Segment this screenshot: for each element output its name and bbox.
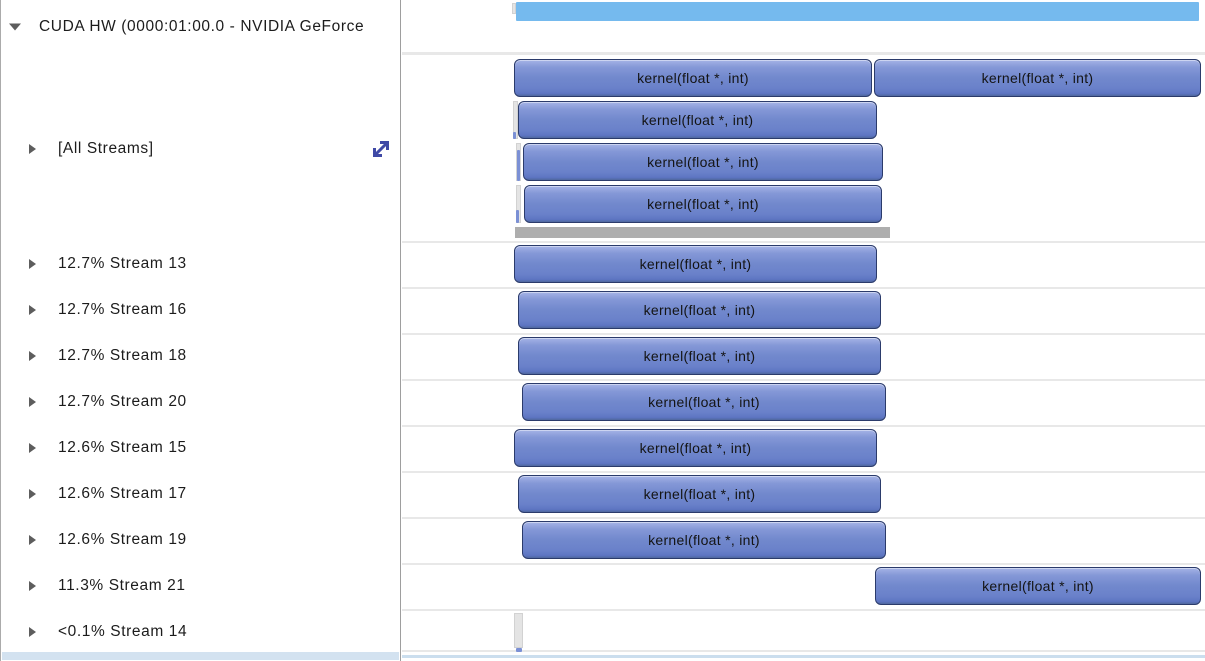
kernel-bar[interactable]: kernel(float *, int): [874, 59, 1201, 97]
expand-triangle-icon[interactable]: [29, 581, 36, 591]
timeline-bottom-scroll-line: [402, 655, 1205, 658]
timeline-tree-panel: CUDA HW (0000:01:00.0 - NVIDIA GeForce […: [0, 0, 401, 661]
kernel-bar[interactable]: kernel(float *, int): [524, 185, 882, 223]
stream-label: 12.7% Stream 16: [58, 301, 187, 318]
stream-label: 12.6% Stream 17: [58, 485, 187, 502]
row-separator: [402, 471, 1205, 473]
kernel-bar-label: kernel(float *, int): [641, 112, 754, 128]
device-row[interactable]: CUDA HW (0000:01:00.0 - NVIDIA GeForce: [1, 14, 400, 40]
kernel-bar[interactable]: kernel(float *, int): [518, 337, 881, 375]
stream-row[interactable]: <0.1% Stream 14: [1, 619, 400, 645]
stream-row[interactable]: 12.7% Stream 20: [1, 389, 400, 415]
expand-triangle-icon[interactable]: [29, 489, 36, 499]
expand-triangle-icon[interactable]: [29, 443, 36, 453]
tiny-kernel-tick[interactable]: [516, 210, 519, 223]
kernel-bar-label: kernel(float *, int): [648, 532, 760, 548]
stream-row[interactable]: 12.7% Stream 18: [1, 343, 400, 369]
kernel-bar[interactable]: kernel(float *, int): [518, 475, 881, 513]
stream-row[interactable]: 12.7% Stream 16: [1, 297, 400, 323]
row-separator: [402, 650, 1205, 652]
row-separator: [402, 287, 1205, 289]
grey-range-bar[interactable]: [515, 227, 890, 238]
tiny-kernel-tick[interactable]: [517, 150, 520, 181]
expand-triangle-icon[interactable]: [29, 305, 36, 315]
summary-coverage-bar[interactable]: [516, 2, 1199, 21]
stream-row[interactable]: 11.3% Stream 21: [1, 573, 400, 599]
kernel-bar-label: kernel(float *, int): [637, 70, 749, 86]
row-separator: [402, 425, 1205, 427]
stream-row[interactable]: 12.6% Stream 15: [1, 435, 400, 461]
kernel-bar-label: kernel(float *, int): [639, 440, 752, 456]
stream-row[interactable]: 12.6% Stream 19: [1, 527, 400, 553]
kernel-bar[interactable]: kernel(float *, int): [518, 291, 881, 329]
kernel-bar-label: kernel(float *, int): [981, 70, 1094, 86]
stream-label: 12.6% Stream 15: [58, 439, 187, 456]
kernel-bar[interactable]: kernel(float *, int): [514, 59, 872, 97]
row-separator: [402, 241, 1205, 243]
kernel-bar-label: kernel(float *, int): [982, 578, 1094, 594]
stream-label: 12.6% Stream 19: [58, 531, 187, 548]
row-separator: [402, 379, 1205, 381]
kernel-bar[interactable]: kernel(float *, int): [523, 143, 883, 181]
expand-triangle-icon[interactable]: [29, 535, 36, 545]
row-separator: [402, 563, 1205, 565]
kernel-bar-label: kernel(float *, int): [648, 394, 760, 410]
kernel-bar-label: kernel(float *, int): [647, 154, 759, 170]
stream-label: 12.7% Stream 18: [58, 347, 187, 364]
row-separator: [402, 609, 1205, 611]
kernel-bar[interactable]: kernel(float *, int): [514, 245, 877, 283]
stream-label: <0.1% Stream 14: [58, 623, 188, 640]
kernel-bar-label: kernel(float *, int): [643, 302, 756, 318]
kernel-bar[interactable]: kernel(float *, int): [522, 521, 886, 559]
all-streams-label: [All Streams]: [58, 140, 154, 157]
row-separator: [402, 52, 1205, 55]
collapse-triangle-icon[interactable]: [9, 23, 21, 31]
kernel-bar-label: kernel(float *, int): [647, 196, 759, 212]
expand-triangle-icon[interactable]: [29, 259, 36, 269]
device-row-label: CUDA HW (0000:01:00.0 - NVIDIA GeForce: [39, 18, 365, 35]
kernel-bar[interactable]: kernel(float *, int): [518, 101, 877, 139]
kernel-bar[interactable]: kernel(float *, int): [875, 567, 1201, 605]
stream-label: 12.7% Stream 20: [58, 393, 187, 410]
tiny-kernel-tick[interactable]: [516, 648, 522, 652]
stream-row[interactable]: 12.7% Stream 13: [1, 251, 400, 277]
kernel-bar[interactable]: kernel(float *, int): [522, 383, 886, 421]
expand-triangle-icon[interactable]: [29, 627, 36, 637]
row-separator: [402, 517, 1205, 519]
stream-label: 12.7% Stream 13: [58, 255, 187, 272]
kernel-bar[interactable]: kernel(float *, int): [514, 429, 877, 467]
resize-row-icon[interactable]: [367, 135, 395, 163]
tiny-kernel-tick[interactable]: [513, 132, 516, 139]
all-streams-row[interactable]: [All Streams]: [1, 136, 400, 162]
kernel-bar-label: kernel(float *, int): [643, 486, 756, 502]
horizontal-scrollbar[interactable]: [2, 652, 399, 660]
stream-label: 11.3% Stream 21: [58, 577, 186, 594]
expand-triangle-icon[interactable]: [29, 397, 36, 407]
small-kernel-bar[interactable]: [514, 613, 523, 648]
expand-triangle-icon[interactable]: [29, 144, 36, 154]
stream-row[interactable]: 12.6% Stream 17: [1, 481, 400, 507]
kernel-bar-label: kernel(float *, int): [639, 256, 752, 272]
small-kernel-bar[interactable]: [512, 3, 516, 14]
kernel-bar-label: kernel(float *, int): [643, 348, 756, 364]
row-separator: [402, 333, 1205, 335]
expand-triangle-icon[interactable]: [29, 351, 36, 361]
